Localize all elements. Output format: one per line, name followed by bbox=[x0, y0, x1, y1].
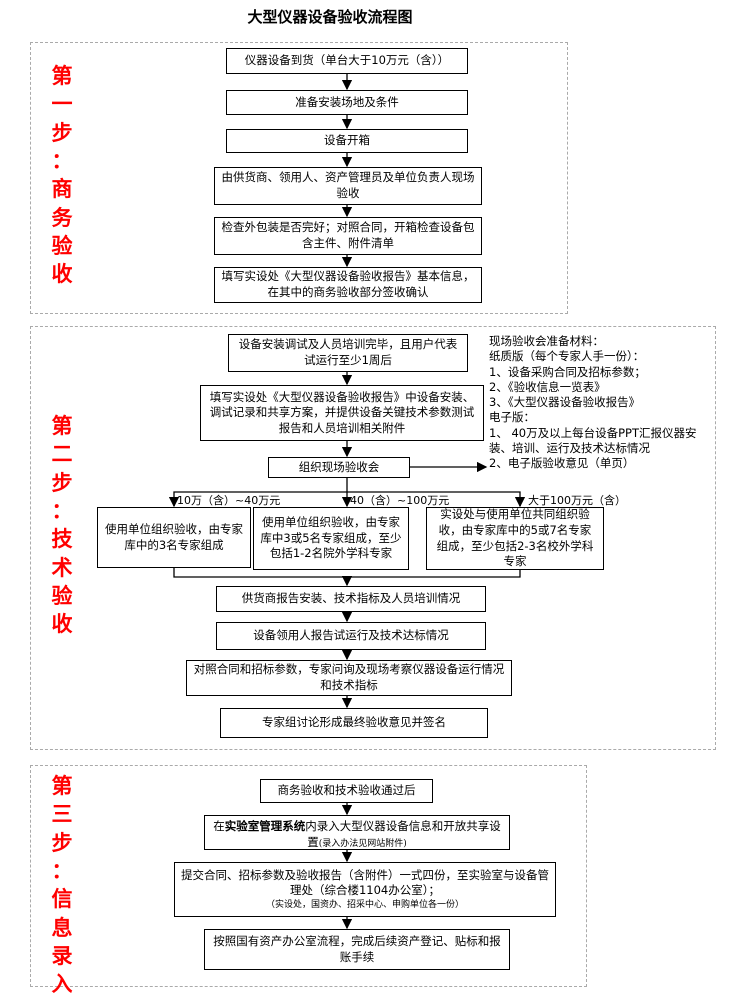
flow-step-expert-inspection: 对照合同和招标参数，专家问询及现场考察仪器设备运行情况和技术指标 bbox=[186, 660, 512, 696]
section-info-entry bbox=[30, 765, 587, 987]
flow-step-asset-registration: 按照国有资产办公室流程，完成后续资产登记、贴标和报账手续 bbox=[204, 929, 510, 970]
chart-title: 大型仪器设备验收流程图 bbox=[247, 8, 413, 26]
section-technical bbox=[30, 326, 716, 750]
flow-step-site-prep: 准备安装场地及条件 bbox=[226, 90, 468, 115]
flow-step-install-done: 设备安装调试及人员培训完毕，且用户代表试运行至少1周后 bbox=[228, 334, 468, 372]
branch-box-mid: 使用单位组织验收，由专家库中3或5名专家组成，至少包括1-2名院外学科专家 bbox=[253, 507, 409, 570]
flow-step-onsite-check: 由供货商、领用人、资产管理员及单位负责人现场验收 bbox=[214, 167, 482, 205]
branch-condition-high: 大于100万元（含） bbox=[528, 494, 626, 507]
branch-condition-low: 10万（含）~40万元 bbox=[177, 494, 281, 507]
flow-step-system-entry: 在实验室管理系统内录入大型仪器设备信息和开放共享设置(录入办法见网站附件) bbox=[204, 815, 510, 850]
branch-box-high: 实设处与使用单位共同组织验收，由专家库中的5或7名专家组成，至少包括2-3名校外… bbox=[426, 507, 604, 570]
step2-label: 第二步：技术验收 bbox=[51, 414, 73, 637]
flow-step-meeting: 组织现场验收会 bbox=[268, 457, 410, 478]
flow-step-supplier-report: 供货商报告安装、技术指标及人员培训情况 bbox=[216, 586, 486, 612]
flow-step-final-opinion: 专家组讨论形成最终验收意见并签名 bbox=[220, 708, 488, 738]
flow-step-user-report: 设备领用人报告试运行及技术达标情况 bbox=[216, 622, 486, 650]
section-commercial bbox=[30, 42, 568, 314]
flow-step-passed: 商务验收和技术验收通过后 bbox=[260, 779, 433, 803]
branch-box-low: 使用单位组织验收，由专家库中的3名专家组成 bbox=[97, 507, 251, 568]
flow-step-arrival: 仪器设备到货（单台大于10万元（含）） bbox=[226, 48, 468, 74]
flow-step-submit-docs: 提交合同、招标参数及验收报告（含附件）一式四份，至实验室与设备管理处（综合楼11… bbox=[174, 862, 556, 917]
meeting-materials-note: 现场验收会准备材料：纸质版（每个专家人手一份）：1、设备采购合同及招标参数；2、… bbox=[489, 334, 713, 472]
flow-step-fill-report: 填写实设处《大型仪器设备验收报告》基本信息，在其中的商务验收部分签收确认 bbox=[214, 267, 482, 303]
flow-step-tech-report: 填写实设处《大型仪器设备验收报告》中设备安装、调试记录和共享方案，并提供设备关键… bbox=[200, 385, 484, 441]
branch-condition-mid: 40（含）~100万元 bbox=[350, 494, 450, 507]
step1-label: 第一步：商务验收 bbox=[51, 64, 73, 287]
step3-label: 第三步：信息录入 bbox=[51, 774, 73, 993]
flow-step-unboxing: 设备开箱 bbox=[226, 129, 468, 153]
flow-step-package-check: 检查外包装是否完好；对照合同，开箱检查设备包含主件、附件清单 bbox=[214, 217, 482, 255]
